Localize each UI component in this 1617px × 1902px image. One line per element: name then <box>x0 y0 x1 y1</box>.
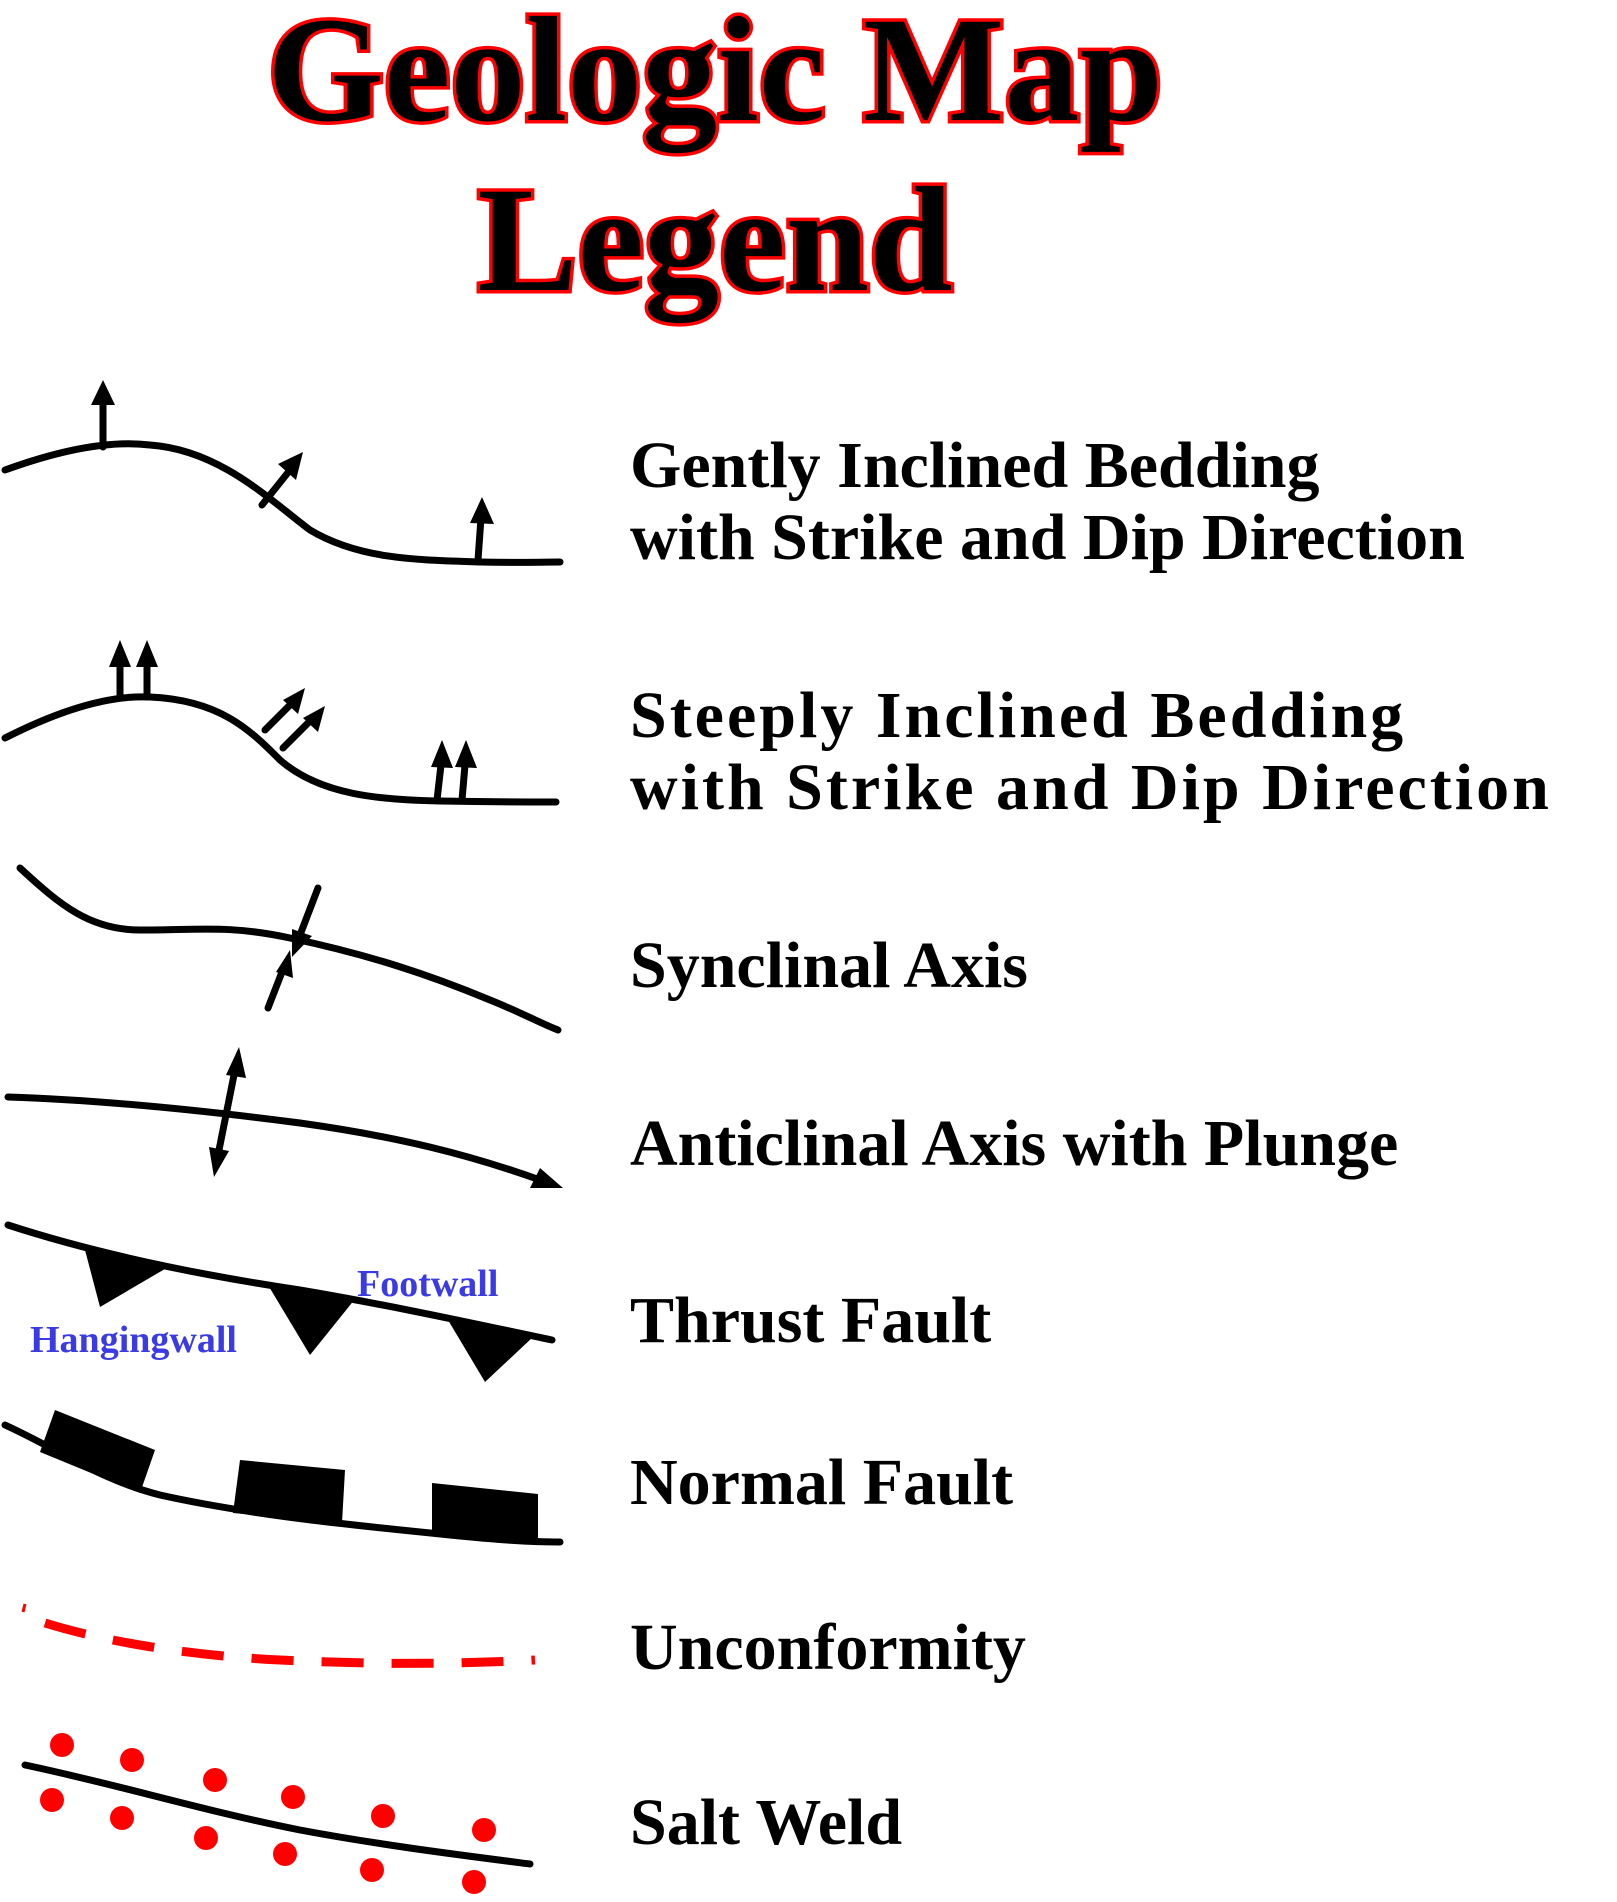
salt-dot <box>472 1818 496 1842</box>
salt-dot <box>360 1858 384 1882</box>
salt-weld-symbol <box>21 1733 534 1894</box>
legend-title: Geologic Map Legend <box>264 0 1167 327</box>
legend-label-line: Salt Weld <box>630 1786 903 1859</box>
double-dip-arrow-icon <box>109 640 158 701</box>
legend-label-line: Steeply Inclined Bedding <box>630 679 1407 752</box>
title-line-2: Legend <box>477 157 952 323</box>
salt-dot <box>203 1768 227 1792</box>
legend-label-steeply-inclined-bedding: Steeply Inclined Bedding with Strike and… <box>630 680 1552 824</box>
double-dip-arrow-icon <box>261 688 325 752</box>
salt-dot <box>110 1806 134 1830</box>
thrust-tooth-icon <box>268 1285 355 1355</box>
legend-label-normal-fault: Normal Fault <box>630 1447 1013 1519</box>
legend-label-line: with Strike and Dip Direction <box>630 501 1465 574</box>
hangingwall-label: Hangingwall <box>30 1319 237 1361</box>
salt-dot <box>462 1870 486 1894</box>
footwall-label: Footwall <box>357 1263 499 1305</box>
salt-dot <box>120 1748 144 1772</box>
legend-label-line: Thrust Fault <box>630 1284 992 1357</box>
dip-arrow-icon <box>91 380 115 451</box>
salt-dot <box>281 1785 305 1809</box>
synclinal-axis-symbol <box>16 864 562 1034</box>
legend-label-line: Synclinal Axis <box>630 929 1028 1002</box>
dip-arrow-icon <box>470 497 494 564</box>
legend-label-line: Unconformity <box>630 1611 1026 1684</box>
salt-dot <box>371 1804 395 1828</box>
legend-label-gently-inclined-bedding: Gently Inclined Bedding with Strike and … <box>630 430 1465 574</box>
salt-weld-line <box>21 1761 534 1868</box>
unconformity-tick <box>21 1603 27 1613</box>
legend-label-salt-weld: Salt Weld <box>630 1787 902 1859</box>
legend-label-line: Gently Inclined Bedding <box>630 429 1320 502</box>
thrust-fault-line <box>4 1221 556 1344</box>
anticlinal-axis-symbol <box>4 1047 563 1188</box>
thrust-tooth-icon <box>85 1250 170 1307</box>
thrust-fault-symbol <box>4 1221 556 1382</box>
salt-dot <box>273 1842 297 1866</box>
salt-dot <box>50 1733 74 1757</box>
normal-fault-block-icon <box>233 1460 345 1523</box>
unconformity-dashed-line <box>43 1618 536 1668</box>
salt-dot <box>194 1826 218 1850</box>
bedding-trace-line <box>1 440 564 566</box>
legend-label-line: Anticlinal Axis with Plunge <box>630 1107 1399 1180</box>
salt-dot <box>40 1788 64 1812</box>
normal-fault-symbol <box>1 1410 564 1546</box>
steeply-inclined-bedding-symbol <box>1 640 560 806</box>
bedding-trace-line <box>1 693 560 806</box>
legend-label-line: with Strike and Dip Direction <box>630 751 1552 824</box>
converging-arrows-icon <box>264 884 322 1012</box>
legend-label-synclinal-axis: Synclinal Axis <box>630 930 1028 1002</box>
dip-arrow-icon <box>258 452 303 509</box>
legend-label-line: Normal Fault <box>630 1446 1014 1519</box>
title-line-1: Geologic Map <box>267 0 1163 153</box>
unconformity-symbol <box>21 1603 536 1668</box>
legend-label-thrust-fault: Thrust Fault <box>630 1285 991 1357</box>
syncline-axis-line <box>16 864 562 1034</box>
legend-label-anticlinal-axis: Anticlinal Axis with Plunge <box>630 1108 1398 1180</box>
double-dip-arrow-icon <box>431 740 477 804</box>
thrust-tooth-icon <box>448 1320 533 1382</box>
normal-fault-block-icon <box>432 1483 538 1543</box>
diverging-arrows-icon <box>209 1047 246 1177</box>
legend-label-unconformity: Unconformity <box>630 1612 1026 1684</box>
gently-inclined-bedding-symbol <box>1 380 564 566</box>
plunge-arrow-icon <box>530 1168 563 1188</box>
normal-fault-block-icon <box>40 1410 155 1493</box>
anticline-axis-line <box>4 1093 544 1184</box>
